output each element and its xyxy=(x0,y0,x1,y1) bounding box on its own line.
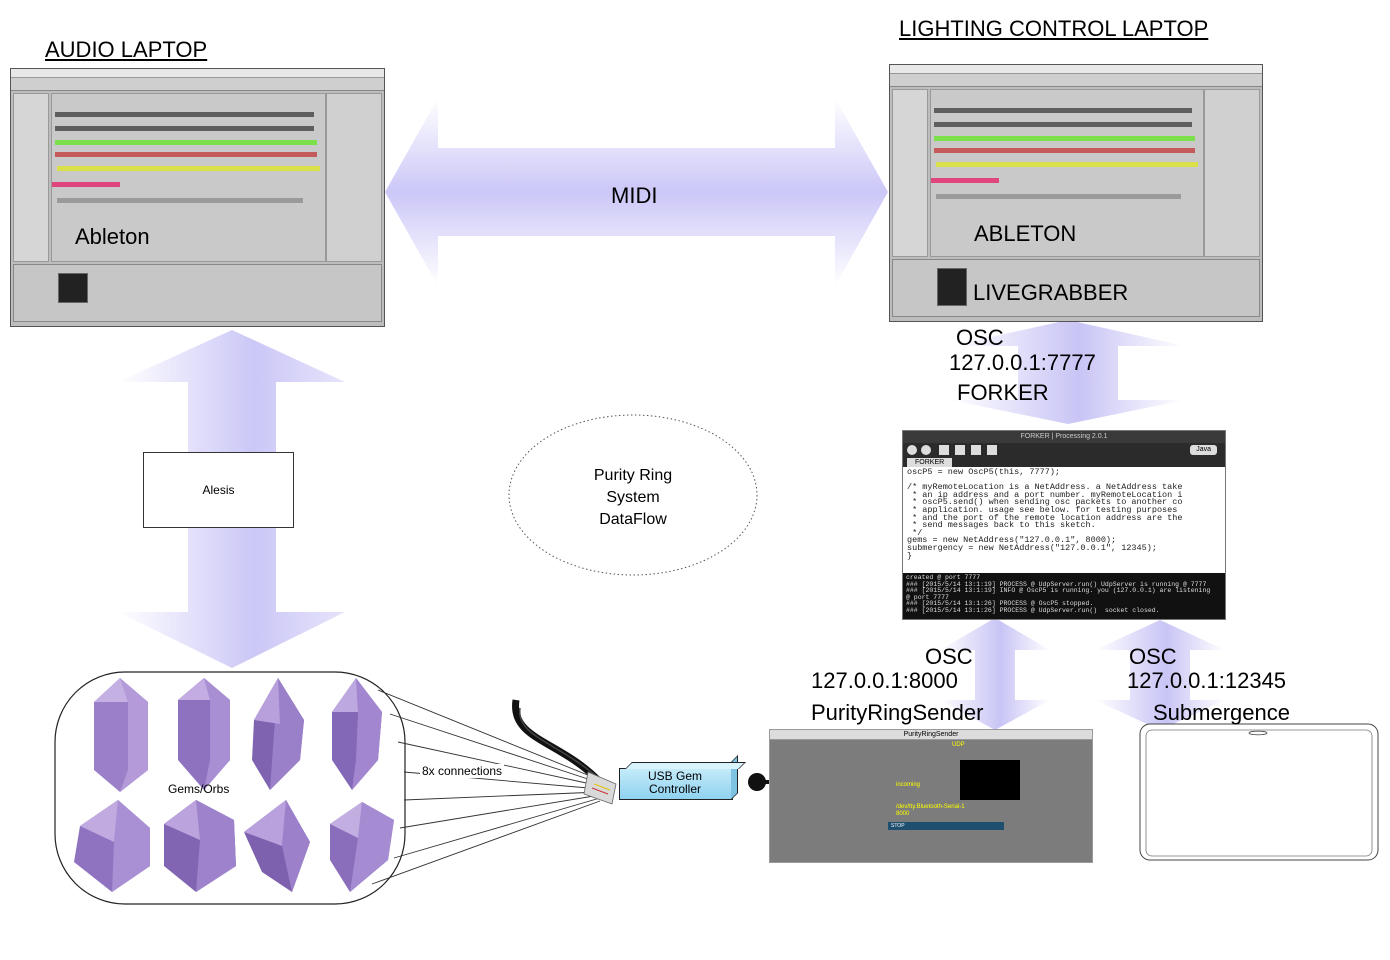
osc-7777-arrow xyxy=(950,320,1185,424)
osc-top-protocol: OSC xyxy=(956,325,1004,350)
forker-tab: FORKER xyxy=(907,458,953,467)
purity-ring-sender-window: PurityRingSender UDP incoming /dev/tty.B… xyxy=(769,729,1093,863)
arrangement-clip-row xyxy=(52,182,121,187)
osc-right-protocol: OSC xyxy=(1129,644,1177,669)
purity-ring-line1: Purity Ring xyxy=(593,467,673,484)
arrangement-clip-row xyxy=(931,178,999,183)
osc-12345-arrow xyxy=(1095,620,1225,730)
audio-ableton-label: Ableton xyxy=(75,224,150,249)
osc-left-protocol: OSC xyxy=(925,644,973,669)
arrangement-clip-row xyxy=(57,166,320,171)
connections-label: 8x connections xyxy=(420,764,505,778)
gem-7 xyxy=(244,800,310,892)
osc-left-address: 127.0.0.1:8000 xyxy=(811,668,958,693)
sender-incoming-label: incoming xyxy=(896,782,921,788)
forker-console: created @ port 7777 ### [2015/5/14 13:1:… xyxy=(903,573,1225,619)
midi-label: MIDI xyxy=(611,183,658,208)
gem-8 xyxy=(330,802,394,892)
gems-label: Gems/Orbs xyxy=(168,782,230,796)
audio-laptop-title: AUDIO LAPTOP xyxy=(45,37,208,62)
usb-controller-line2: Controller xyxy=(648,782,702,796)
sender-port-label: /dev/tty.Bluetooth-Serial-1 xyxy=(896,804,965,810)
audio-ableton-window xyxy=(10,68,385,327)
arrangement-clip-row xyxy=(54,126,315,131)
arrangement-clip-row xyxy=(57,198,304,203)
sender-udp-label: UDP xyxy=(952,742,965,748)
forker-label: FORKER xyxy=(957,380,1049,405)
purity-ring-ellipse xyxy=(508,414,758,576)
osc-top-address: 127.0.0.1:7777 xyxy=(949,350,1096,375)
purity-ring-line3: DataFlow xyxy=(599,511,667,528)
connection-lines xyxy=(371,689,601,885)
arrangement-clip-row xyxy=(933,108,1193,113)
arrangement-clip-row xyxy=(933,136,1195,141)
alesis-label: Alesis xyxy=(202,483,235,497)
purity-ring-label: Purity Ring System DataFlow xyxy=(553,465,713,531)
lighting-ableton-window xyxy=(889,64,1263,322)
osc-right-address: 127.0.0.1:12345 xyxy=(1127,668,1287,693)
sender-display xyxy=(960,760,1020,800)
purity-ring-line2: System xyxy=(606,489,660,506)
alesis-box: Alesis xyxy=(143,452,294,528)
arrangement-clip-row xyxy=(936,194,1182,199)
forker-processing-window: FORKER | Processing 2.0.1 Java FORKER os… xyxy=(902,430,1226,620)
arrangement-clip-row xyxy=(936,162,1198,167)
gem-6 xyxy=(164,800,236,892)
sender-window-title: PurityRingSender xyxy=(770,730,1092,740)
osc-8000-arrow xyxy=(940,618,1050,730)
gem-4 xyxy=(332,678,382,790)
sender-stop-button[interactable]: STOP xyxy=(888,822,1004,830)
lighting-ableton-label: ABLETON xyxy=(974,221,1077,246)
arrangement-clip-row xyxy=(54,140,317,145)
gem-2 xyxy=(178,678,230,790)
usb-controller-line1: USB Gem xyxy=(647,769,702,783)
forker-code: oscP5 = new OscP5(this, 7777); /* myRemo… xyxy=(907,467,1183,561)
sender-baud-label: 8000 xyxy=(896,811,910,817)
arrangement-clip-row xyxy=(54,152,317,157)
midi-arrow xyxy=(385,98,888,286)
ethernet-cable xyxy=(512,699,617,805)
submergence-label: Submergence xyxy=(1153,700,1290,725)
forker-mode: Java xyxy=(1190,445,1217,455)
arrangement-clip-row xyxy=(933,122,1193,127)
gem-1 xyxy=(94,678,148,792)
submergence-tablet xyxy=(1139,723,1379,861)
forker-window-title: FORKER | Processing 2.0.1 xyxy=(903,431,1225,443)
livegrabber-label: LIVEGRABBER xyxy=(973,280,1129,305)
purity-ring-sender-label: PurityRingSender xyxy=(811,700,984,725)
gem-3 xyxy=(252,678,304,790)
arrangement-clip-row xyxy=(933,148,1195,153)
arrangement-clip-row xyxy=(54,112,315,117)
gem-5 xyxy=(74,800,150,892)
lighting-laptop-title: LIGHTING CONTROL LAPTOP xyxy=(899,16,1209,41)
usb-gem-controller-box: USB Gem Controller xyxy=(619,755,746,800)
sender-stop-label: STOP xyxy=(891,823,905,829)
